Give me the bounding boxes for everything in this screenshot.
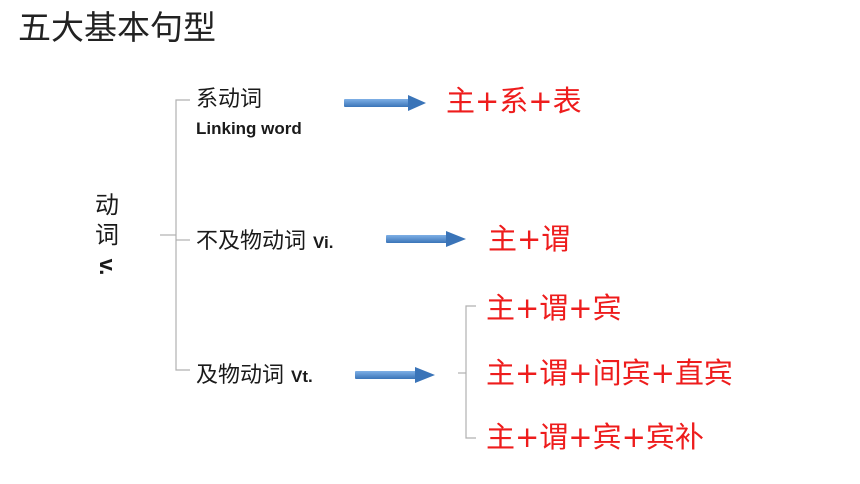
category-intransitive-abbr: Vi. (313, 233, 334, 252)
pattern-intransitive: 主+谓 (488, 222, 571, 256)
transitive-bracket (458, 305, 476, 439)
category-transitive-abbr: Vt. (291, 367, 313, 386)
pattern-linking: 主+系+表 (446, 84, 582, 118)
category-intransitive: 不及物动词 Vi. (196, 228, 334, 257)
main-bracket (160, 99, 190, 371)
pattern-svoc: 主+谓+宾+宾补 (486, 420, 704, 454)
verb-label: 动 词 v. (90, 190, 124, 282)
verb-char-1: 动 (95, 191, 119, 219)
page-title: 五大基本句型 (18, 8, 216, 47)
category-linking: 系动词 (196, 86, 262, 114)
category-intransitive-name: 不及物动词 (196, 229, 307, 254)
pattern-svo: 主+谓+宾 (486, 291, 622, 325)
arrow-intransitive (386, 231, 466, 247)
category-linking-english: Linking word (196, 119, 302, 138)
verb-abbr: v. (95, 258, 120, 276)
category-transitive: 及物动词 Vt. (196, 362, 313, 391)
arrow-transitive (355, 367, 435, 383)
verb-char-2: 词 (95, 221, 119, 249)
category-linking-name: 系动词 (196, 87, 263, 112)
arrow-linking (344, 95, 426, 111)
pattern-svoo: 主+谓+间宾+直宾 (486, 356, 733, 390)
category-transitive-name: 及物动词 (196, 363, 285, 388)
